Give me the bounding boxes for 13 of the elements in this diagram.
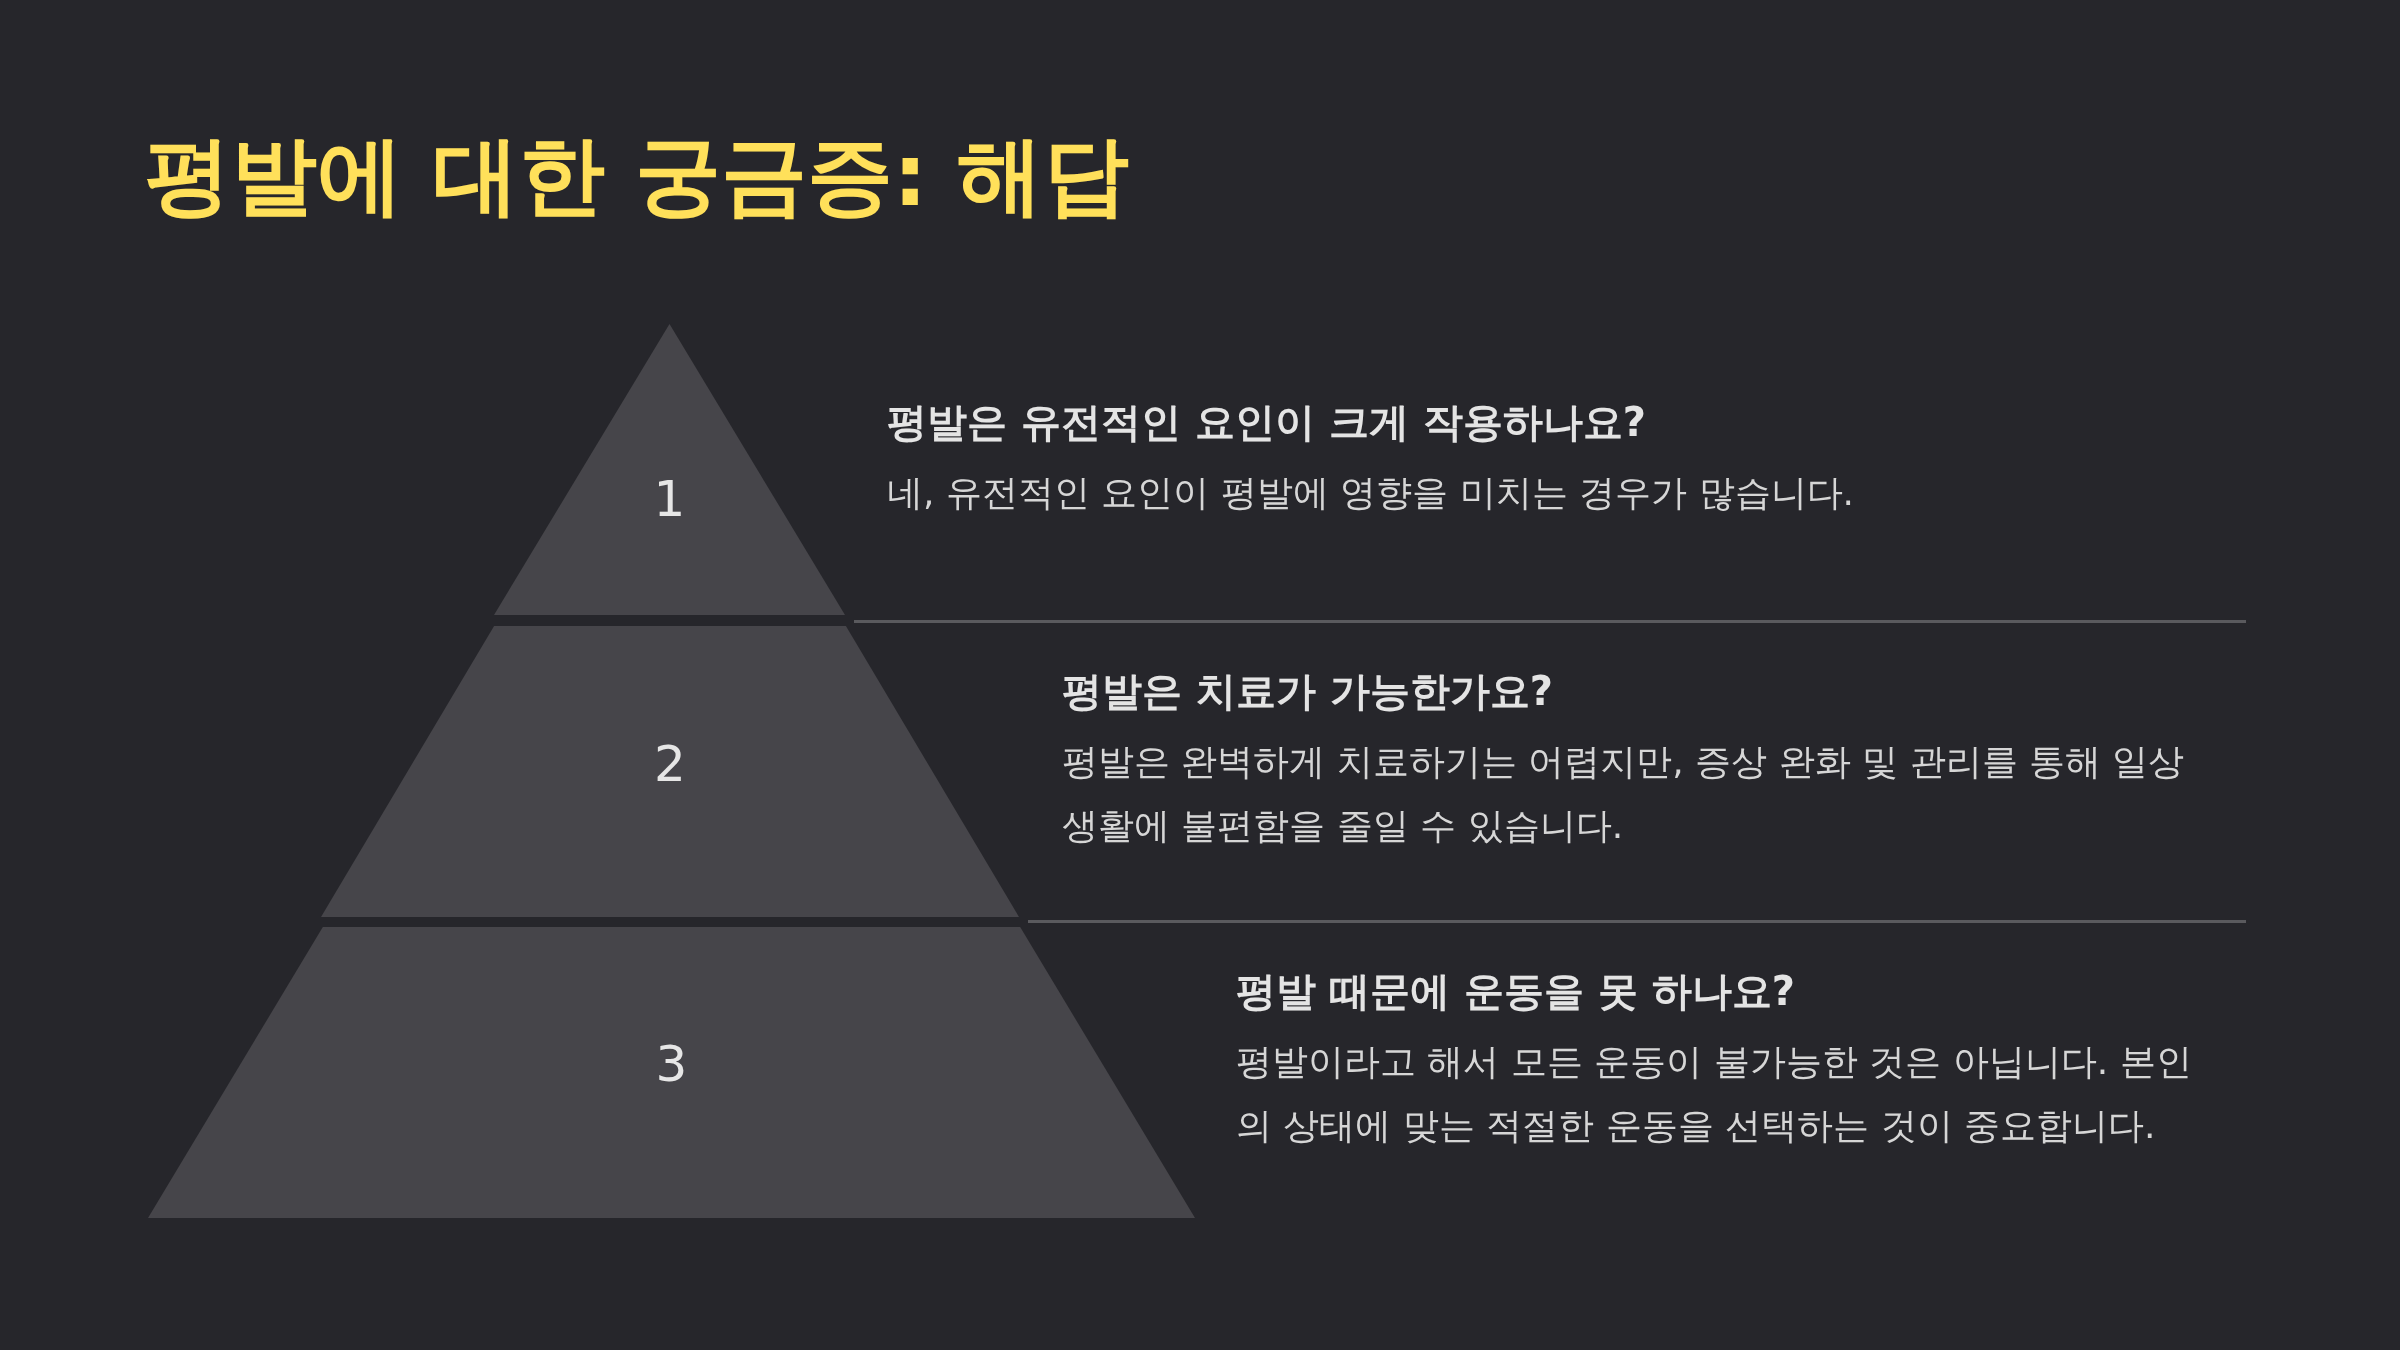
tier-number: 2: [654, 735, 686, 793]
pyramid-top-tier: [494, 324, 845, 615]
tier-number: 1: [653, 470, 686, 528]
question-heading: 평발은 치료가 가능한가요?: [1062, 667, 1554, 716]
answer-text: 네, 유전적인 요인이 평발에 영향을 미치는 경우가 많습니다.: [887, 471, 1855, 515]
answer-text: 평발은 완벽하게 치료하기는 어렵지만, 증상 완화 및 관리를 통해 일상 생활에 불편함을 줄일 수 있습니다.: [1062, 740, 2186, 848]
pyramid-tier: [148, 927, 1195, 1218]
question-heading: 평발은 유전적인 요인이 크게 작용하나요?: [887, 398, 1646, 447]
tier-number: 3: [655, 1035, 688, 1093]
answer-text: 평발이라고 해서 모든 운동이 불가능한 것은 아닙니다. 본인의 상태에 맞는 적절한 운동을 선택하는 것이 중요합니다.: [1236, 1040, 2193, 1148]
question-heading: 평발 때문에 운동을 못 하나요?: [1236, 967, 1795, 1016]
slide-title: 평발에 대한 궁금증: 해답: [145, 124, 1130, 227]
pyramid-tier: [321, 626, 1019, 917]
